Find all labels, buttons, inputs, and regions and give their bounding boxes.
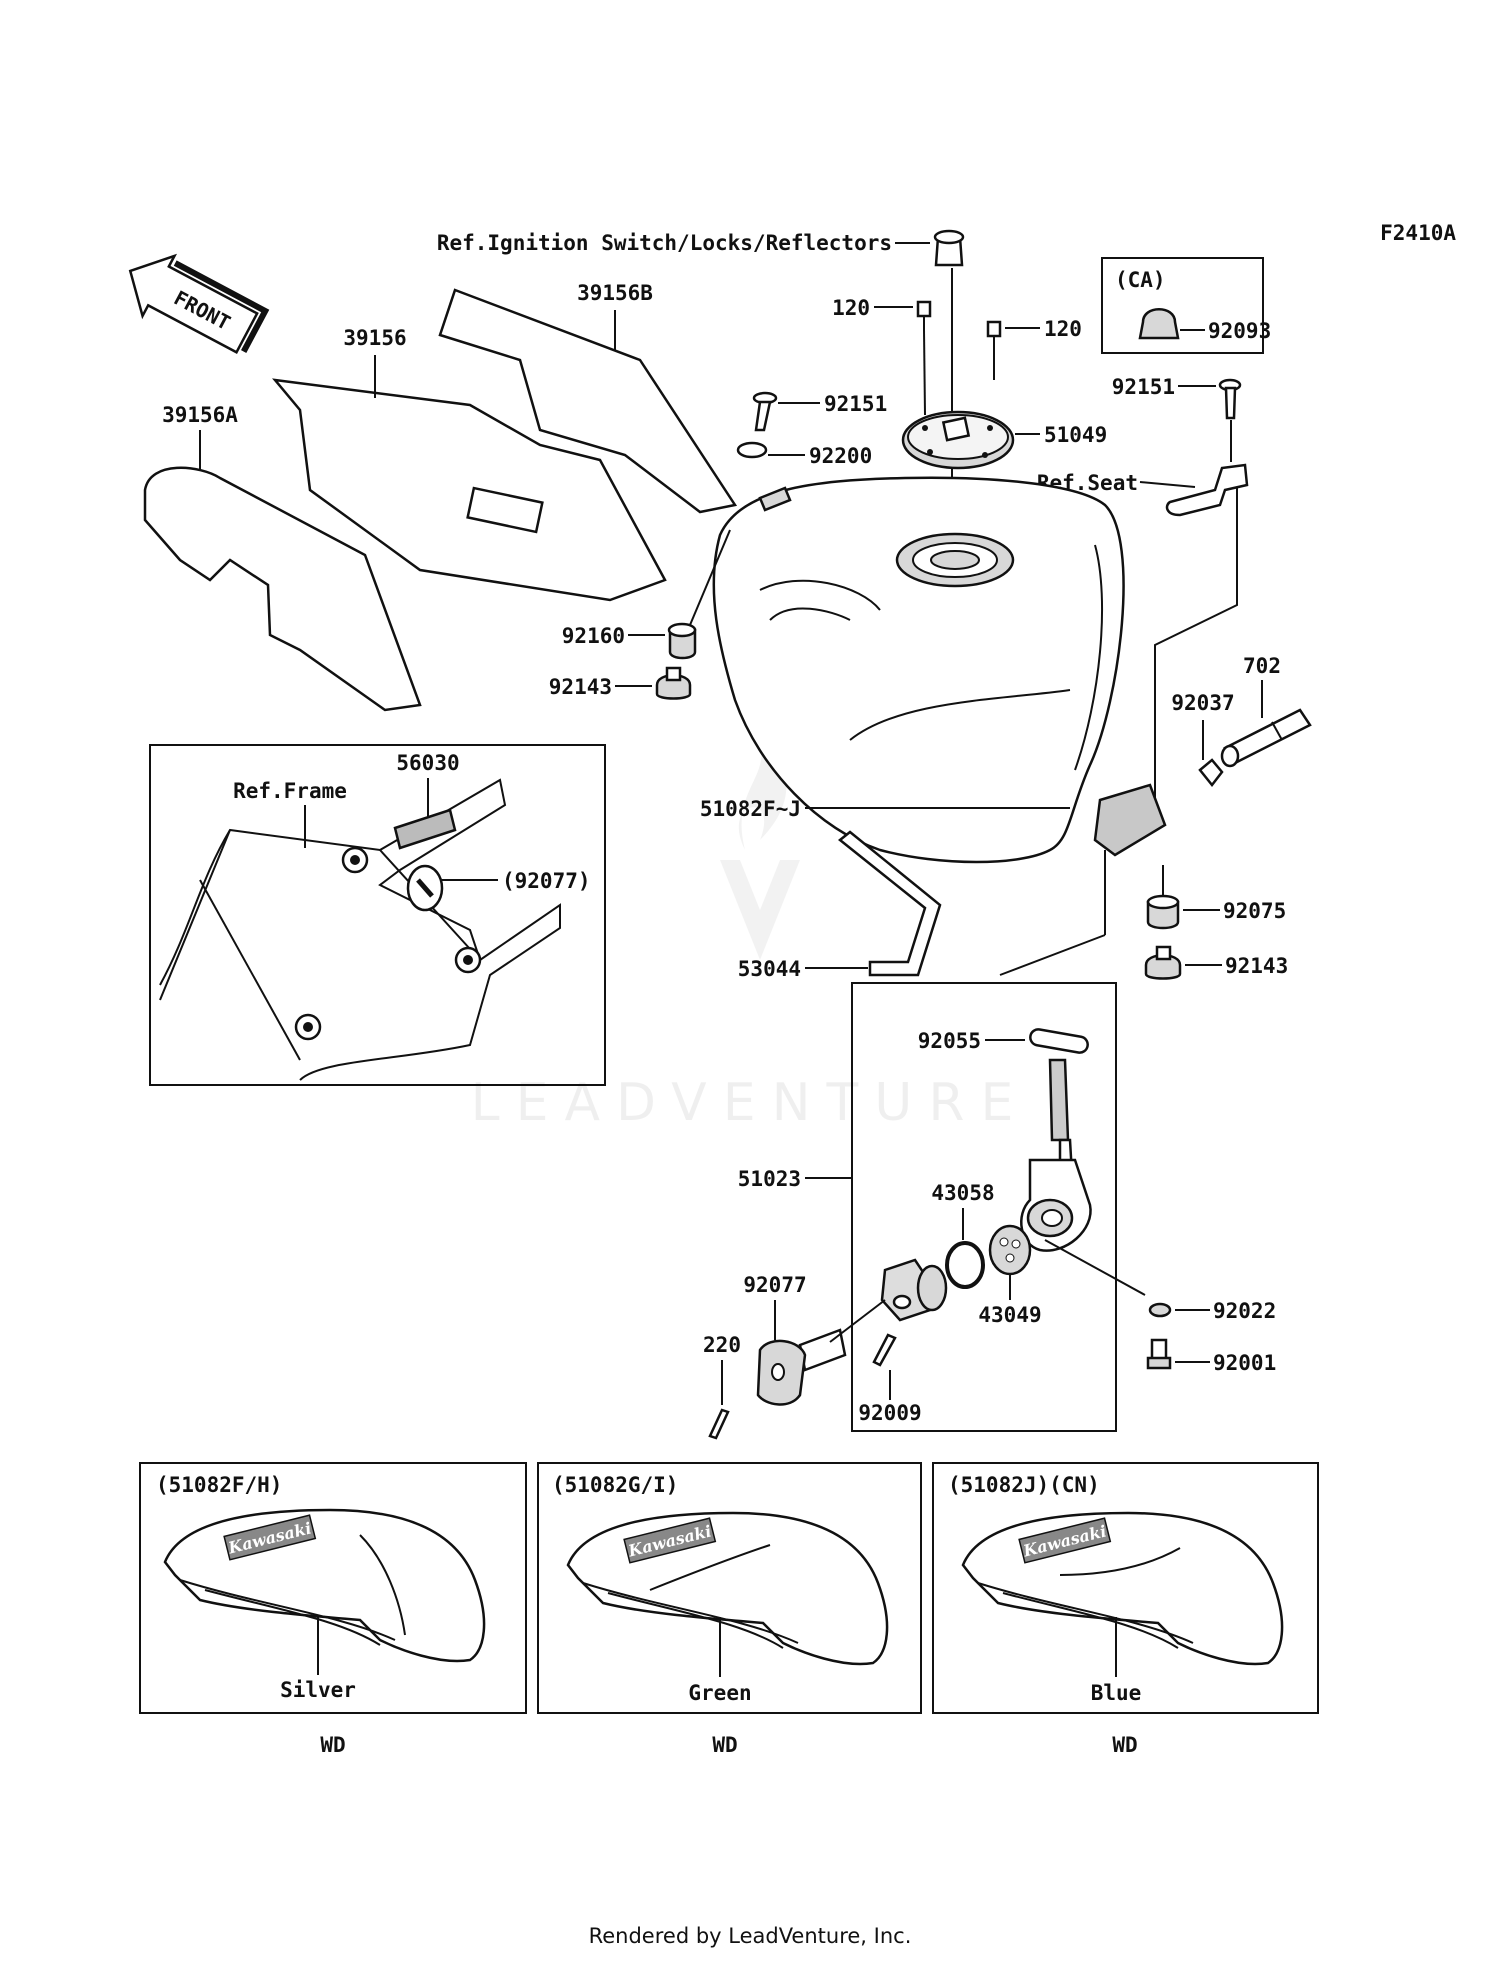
- label-92151-b: 92151: [1112, 375, 1175, 399]
- label-92075: 92075: [1223, 899, 1286, 923]
- damper-92143-b: 92143: [1144, 945, 1288, 980]
- lever-92077: 92077: [743, 1273, 886, 1406]
- label-92077-paren: (92077): [502, 869, 591, 893]
- label-120-a: 120: [832, 296, 870, 320]
- variant-note: WD: [1112, 1733, 1137, 1757]
- screw-120-b: 120: [986, 317, 1082, 380]
- label-92151-a: 92151: [824, 392, 887, 416]
- front-arrow-icon: FRONT: [128, 253, 270, 354]
- screw-120-a: 120: [832, 296, 932, 416]
- screw-220: 220: [703, 1333, 741, 1440]
- label-ref-ignition: Ref.Ignition Switch/Locks/Reflectors: [437, 231, 892, 255]
- label-92037: 92037: [1171, 691, 1234, 715]
- diagram-code: F2410A: [1380, 221, 1456, 245]
- variant-code: (51082F/H): [156, 1473, 282, 1497]
- label-92055: 92055: [918, 1029, 981, 1053]
- fuel-cap-51049: 51049: [901, 410, 1107, 470]
- seat-pad-39156a: 39156A: [143, 403, 422, 712]
- footer-credit: Rendered by LeadVenture, Inc.: [588, 1924, 912, 1948]
- variant-box-3: (51082J)(CN) Kawasaki Blue WD: [932, 1462, 1319, 1757]
- label-92200: 92200: [809, 444, 872, 468]
- variant-note: WD: [712, 1733, 737, 1757]
- variant-color: Blue: [1091, 1681, 1142, 1705]
- bolt-92001: 92001: [1146, 1338, 1276, 1375]
- label-39156a: 39156A: [162, 403, 238, 427]
- label-92001: 92001: [1213, 1351, 1276, 1375]
- variant-code: (51082J)(CN): [948, 1473, 1100, 1497]
- variant-note: WD: [320, 1733, 345, 1757]
- seat-pad-39156: 39156: [272, 326, 667, 602]
- label-56030: 56030: [396, 751, 459, 775]
- label-220: 220: [703, 1333, 741, 1357]
- ca-box: (CA) 92093: [1101, 257, 1271, 354]
- label-92077: 92077: [743, 1273, 806, 1297]
- label-92093: 92093: [1208, 319, 1271, 343]
- variant-color: Green: [688, 1681, 751, 1705]
- variant-box-1: (51082F/H) Kawasaki Silver WD: [139, 1462, 527, 1757]
- label-43049: 43049: [978, 1303, 1041, 1327]
- grommet-92160: 92160: [562, 529, 731, 660]
- label-92143-b: 92143: [1225, 954, 1288, 978]
- clip-92037: 92037: [1171, 691, 1235, 788]
- hose-702: 702: [1220, 654, 1312, 768]
- label-92143-a: 92143: [549, 675, 612, 699]
- label-51023: 51023: [738, 1167, 801, 1191]
- seat-bracket: Ref.Seat: [1037, 463, 1249, 820]
- label-92009: 92009: [858, 1401, 921, 1425]
- bolt-92151-a: 92151: [752, 391, 887, 432]
- label-39156b: 39156B: [577, 281, 653, 305]
- variant-box-2: (51082G/I) Kawasaki Green WD: [537, 1462, 922, 1757]
- label-51082fj: 51082F~J: [700, 797, 801, 821]
- grommet-92075: 92075: [1146, 865, 1286, 930]
- label-120-b: 120: [1044, 317, 1082, 341]
- washer-92022: 92022: [1148, 1299, 1276, 1323]
- fuel-cock-box: 51023 92055 43058 43049 92009: [738, 982, 1146, 1432]
- variant-code: (51082G/I): [552, 1473, 678, 1497]
- label-53044: 53044: [738, 957, 801, 981]
- label-51049: 51049: [1044, 423, 1107, 447]
- fuel-tank: 51082F~J: [700, 476, 1167, 976]
- ignition-plug: Ref.Ignition Switch/Locks/Reflectors: [437, 229, 965, 510]
- ref-frame-box: Ref.Frame 56030 (92077): [149, 744, 606, 1086]
- watermark: LEADVENTURE: [471, 740, 1030, 1133]
- variant-color: Silver: [280, 1678, 356, 1702]
- label-92022: 92022: [1213, 1299, 1276, 1323]
- damper-92143-a: 92143: [549, 666, 692, 700]
- label-702: 702: [1243, 654, 1281, 678]
- drain-hose-53044: 53044: [738, 830, 942, 981]
- seat-pad-39156b: 39156B: [438, 281, 738, 514]
- label-ca: (CA): [1115, 268, 1166, 292]
- washer-92200: 92200: [736, 441, 872, 468]
- watermark-text: LEADVENTURE: [471, 1073, 1030, 1133]
- label-39156: 39156: [343, 326, 406, 350]
- label-ref-frame: Ref.Frame: [233, 779, 347, 803]
- bolt-92151-b: 92151: [1112, 375, 1242, 462]
- label-92160: 92160: [562, 624, 625, 648]
- label-43058: 43058: [931, 1181, 994, 1205]
